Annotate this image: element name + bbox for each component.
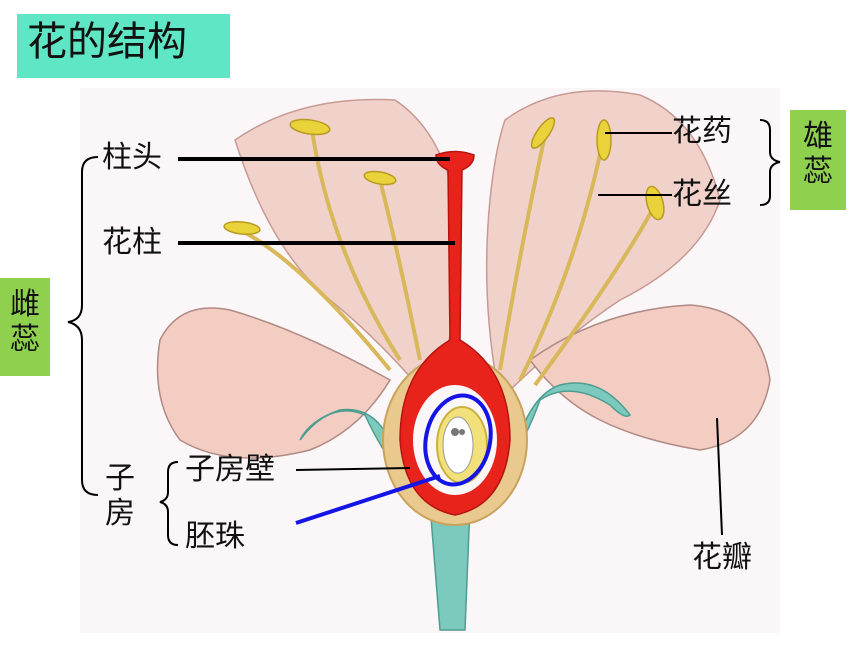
ovary-bracket — [159, 461, 179, 546]
filament-label: 花丝 — [672, 177, 732, 212]
stigma-label: 柱头 — [102, 140, 162, 175]
anther-label: 花药 — [672, 114, 732, 149]
ovule-highlight-ring — [423, 393, 493, 487]
petal-left — [156, 307, 392, 459]
stamen-group-box — [790, 110, 846, 210]
stamen-group-label: 雄蕊 — [803, 119, 833, 189]
leader-lines-thin — [295, 132, 723, 536]
egg-cell — [451, 428, 459, 436]
ovary-wall-label: 子房壁 — [185, 452, 275, 487]
ovule-leader-line — [295, 474, 441, 525]
page-title: 花的结构 — [27, 19, 187, 65]
ovule-label: 胚珠 — [185, 519, 245, 554]
pistil-bracket — [67, 156, 99, 496]
ovary-group-label: 子房 — [105, 461, 135, 531]
petal-right — [528, 304, 771, 451]
petal-label: 花瓣 — [692, 540, 752, 575]
stamen-bracket — [759, 119, 781, 206]
polar-nucleus — [459, 429, 465, 435]
title-box — [17, 14, 230, 78]
embryo-sac — [442, 416, 474, 474]
leader-lines-thick — [178, 157, 455, 245]
pistil-group-label: 雌蕊 — [10, 287, 40, 357]
style-label: 花柱 — [102, 225, 162, 260]
pistil-group-box — [0, 278, 50, 376]
